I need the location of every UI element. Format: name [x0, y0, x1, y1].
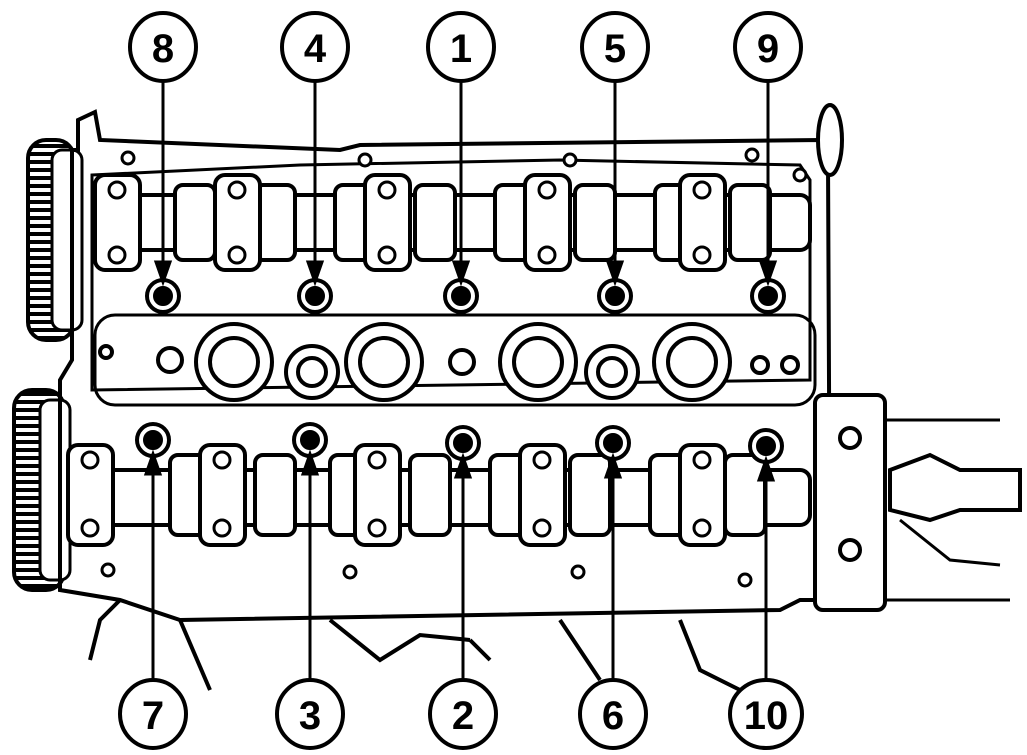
upper-cap-bolts: [107, 180, 712, 265]
callout-bubble: 9: [733, 11, 803, 83]
callouts-bottom: 7 3 2 6 10: [118, 678, 804, 750]
leader-lines: [143, 80, 778, 680]
head-bolt: [750, 278, 786, 314]
lower-camshaft: [66, 443, 812, 547]
callout-bubble: 6: [578, 678, 648, 750]
callout-label: 6: [602, 694, 624, 738]
callout-bubble: 7: [118, 678, 188, 750]
callout-bubble: 1: [426, 11, 496, 83]
callout-label: 10: [744, 694, 789, 738]
callout-bubble: 10: [728, 678, 804, 750]
callout-bubble: 8: [128, 11, 198, 83]
callout-bubble: 4: [280, 11, 350, 83]
callout-bubble: 5: [580, 11, 650, 83]
callout-label: 3: [299, 694, 321, 738]
port-gallery: [93, 313, 817, 407]
callout-label: 1: [450, 27, 472, 71]
head-bolt: [443, 278, 479, 314]
callout-label: 4: [304, 27, 327, 71]
callout-bubble: 2: [428, 678, 498, 750]
callout-bubble: 3: [275, 678, 345, 750]
upper-cam-gear: [26, 138, 84, 342]
callout-label: 9: [757, 27, 779, 71]
upper-camshaft: [93, 173, 812, 272]
head-bolt: [748, 428, 784, 464]
callout-label: 8: [152, 27, 174, 71]
distributor-housing: [813, 103, 1022, 612]
head-bolts: [135, 278, 786, 464]
callouts-top: 8 4 1 5 9: [128, 11, 803, 83]
head-bolt: [297, 278, 333, 314]
head-mounting-holes: [100, 147, 808, 588]
head-bolt: [135, 422, 171, 458]
callout-label: 5: [604, 27, 626, 71]
callout-label: 7: [142, 694, 164, 738]
callout-label: 2: [452, 694, 474, 738]
head-bolt: [597, 278, 633, 314]
lower-cap-bolts: [80, 450, 712, 538]
